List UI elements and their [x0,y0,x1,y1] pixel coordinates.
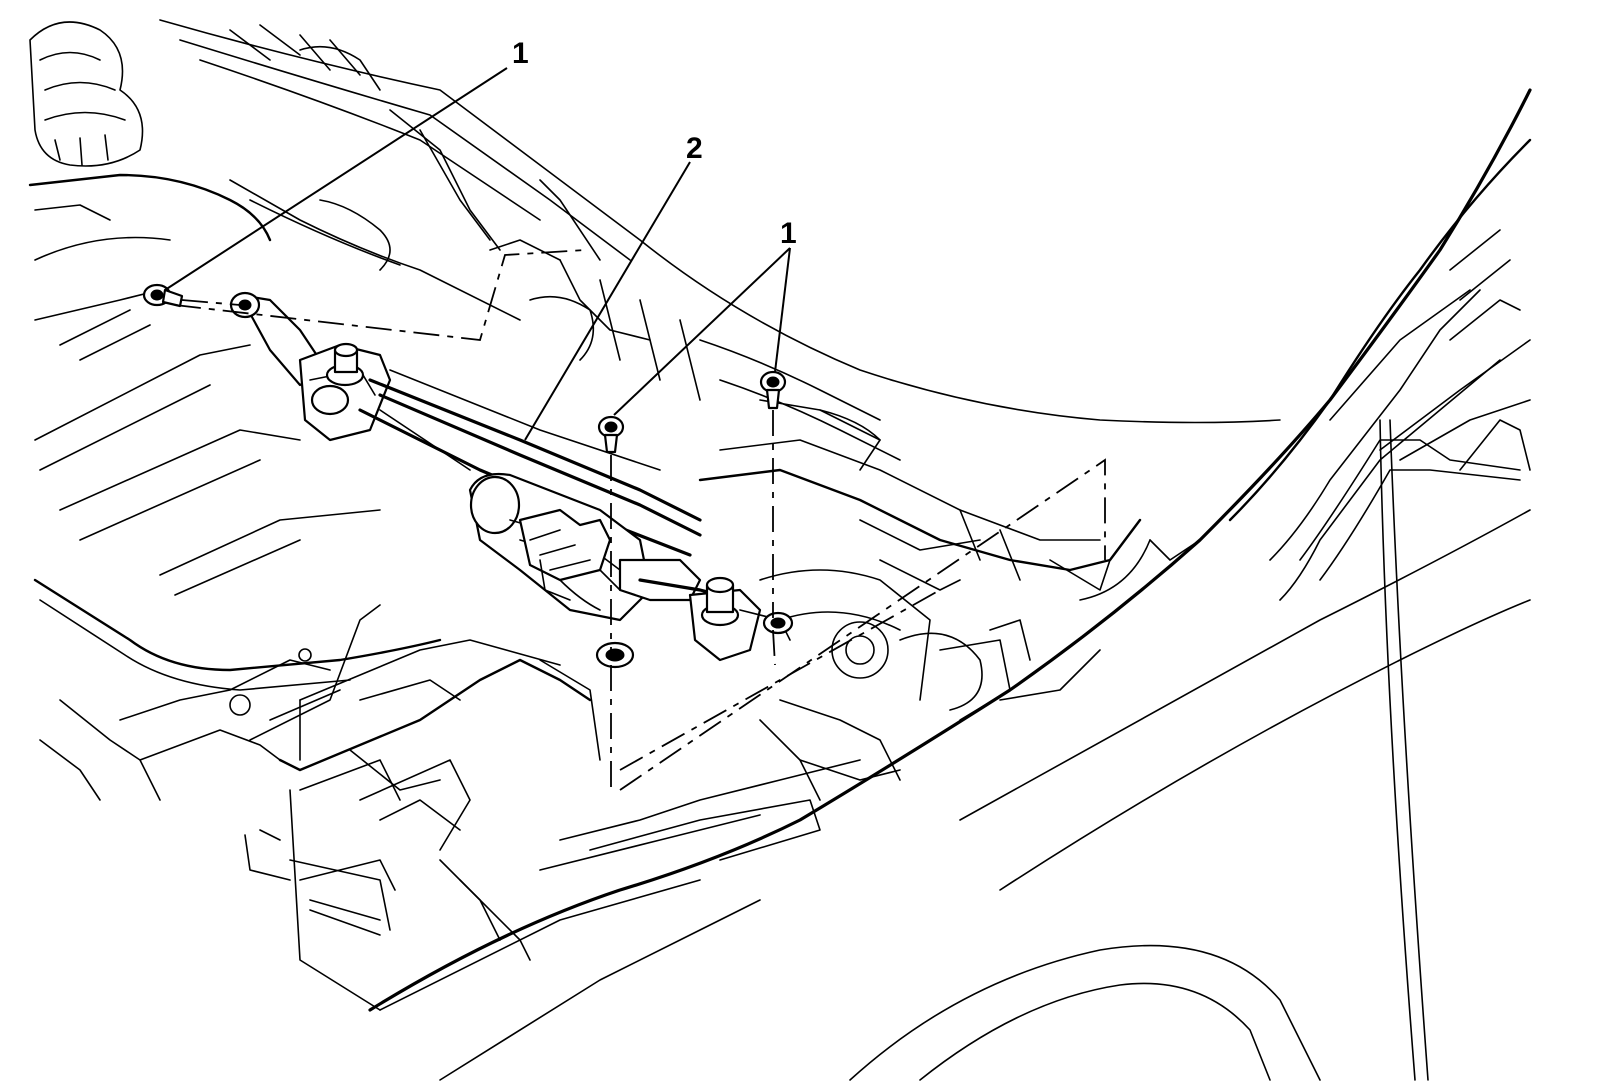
bolt-center [597,415,625,454]
callout-2: 2 [686,132,703,165]
bolt-right [759,370,787,410]
callout-leaders [164,67,791,441]
vehicle-body-linework [28,19,1532,1081]
callout-1-right: 1 [780,217,797,250]
callout-1-left: 1 [512,37,529,70]
wiper-transmission-module [229,291,794,669]
installation-lines [174,249,1106,791]
bolt-left [142,283,184,308]
